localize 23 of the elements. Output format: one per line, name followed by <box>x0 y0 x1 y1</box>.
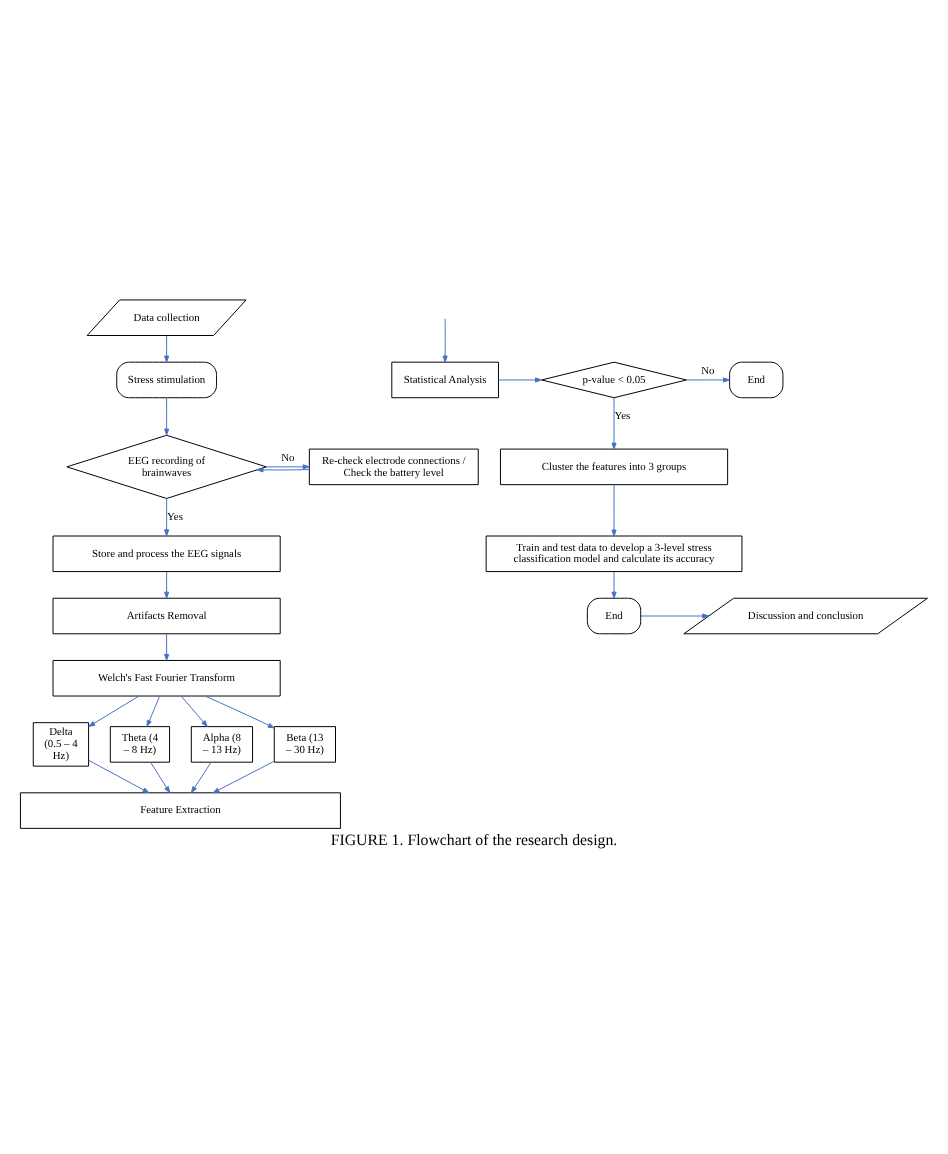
arrow <box>640 613 709 619</box>
arrow <box>204 695 275 729</box>
arrow <box>164 335 170 363</box>
arrow <box>164 397 170 436</box>
arrow <box>611 484 617 537</box>
arrow <box>150 761 171 794</box>
arrow <box>442 318 448 363</box>
arrow <box>164 498 170 537</box>
arrow <box>164 633 170 661</box>
arrow <box>146 695 161 727</box>
caption: FIGURE 1. Flowchart of the research design. <box>330 830 618 849</box>
arrow <box>685 377 730 383</box>
arrow <box>256 467 310 473</box>
arrow <box>611 571 617 599</box>
arrow <box>164 571 170 599</box>
arrow <box>611 397 617 450</box>
arrow <box>190 761 212 794</box>
arrow <box>88 695 140 727</box>
arrow <box>498 377 542 383</box>
arrow <box>180 695 208 727</box>
arrow <box>266 464 310 470</box>
arrow <box>212 760 275 794</box>
arrow <box>88 759 150 794</box>
